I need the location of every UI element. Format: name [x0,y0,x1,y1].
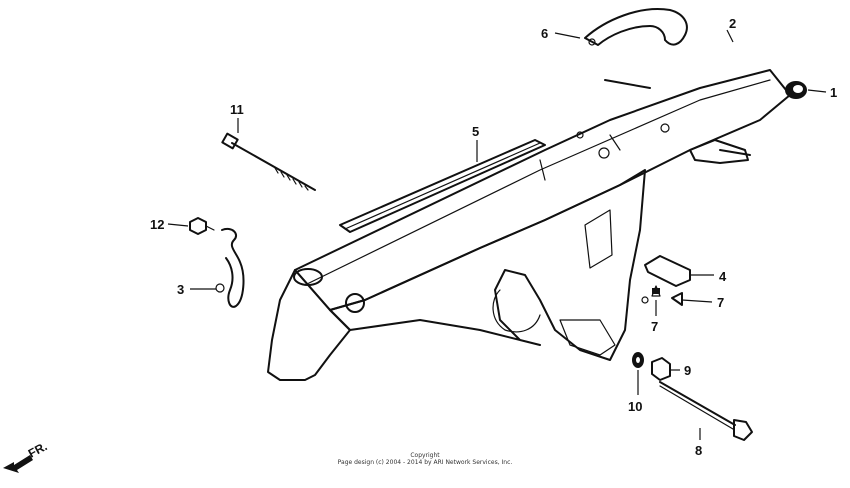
callout-7b: 7 [717,295,724,310]
bracket-plate [644,255,691,287]
callout-5: 5 [472,124,479,139]
callout-12: 12 [150,217,164,232]
nut [651,357,671,381]
screw-a [651,285,661,297]
callout-2: 2 [729,16,736,31]
callout-4: 4 [719,269,727,284]
leader-lines [167,29,827,440]
callout-7a: 7 [651,319,658,334]
grab-handle [584,8,688,46]
pivot-bolt [659,381,753,441]
grommet [785,81,807,99]
washer [632,352,644,368]
callouts: 1 2 3 4 5 6 7 7 8 9 10 11 12 [150,16,837,458]
seat-rail-strip [339,139,546,233]
copyright-line-2: Page design (c) 2004 - 2014 by ARI Netwo… [337,459,513,466]
small-bolt [189,217,215,235]
callout-8: 8 [695,443,702,458]
callout-11: 11 [230,102,244,117]
copyright-notice: Copyright Page design (c) 2004 - 2014 by… [0,452,850,466]
spring-clip [215,228,245,308]
callout-3: 3 [177,282,184,297]
callout-10: 10 [628,399,642,414]
front-arrow-icon [3,455,33,473]
callout-6: 6 [541,26,548,41]
screw-b [671,292,683,306]
main-frame [267,69,791,381]
callout-1: 1 [830,85,837,100]
callout-9: 9 [684,363,691,378]
long-bolt [221,132,316,191]
copyright-line-1: Copyright [410,452,440,459]
